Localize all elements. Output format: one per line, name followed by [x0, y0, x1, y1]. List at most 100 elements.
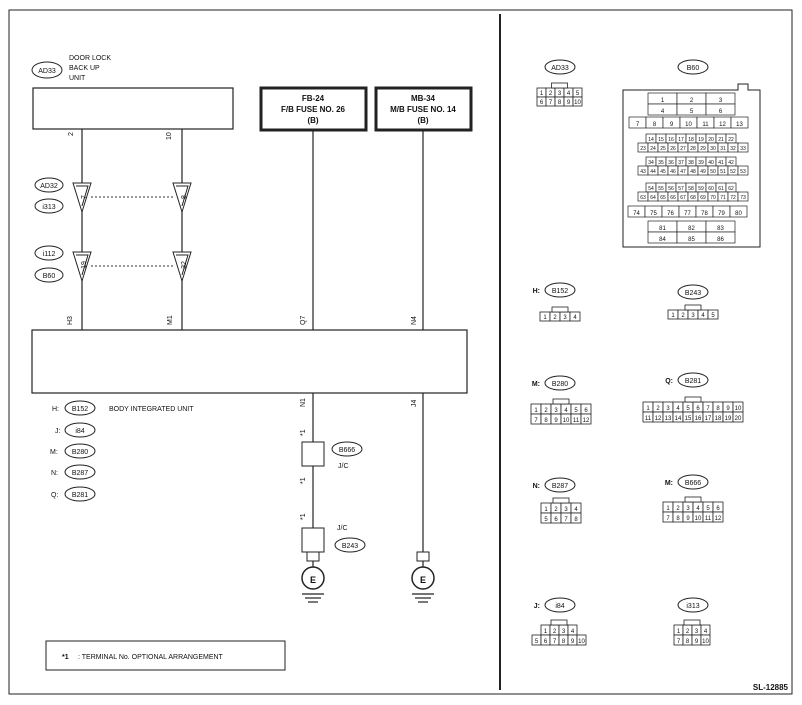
connector-prefix: H:	[533, 288, 540, 295]
pin-number: 71	[720, 195, 726, 201]
pin-number: 10	[695, 516, 702, 522]
pin-number: 4	[564, 408, 568, 414]
pin-number: 75	[650, 211, 657, 217]
pin-number: 5	[544, 517, 548, 523]
pin-label: 10	[166, 132, 173, 140]
pin-number: 3	[666, 406, 670, 412]
pin-number: 51	[720, 169, 726, 175]
pin-label: J4	[411, 400, 418, 408]
pin-cell	[737, 165, 749, 176]
connector-latch	[684, 396, 702, 403]
pin-number: 1	[543, 315, 547, 321]
pin-number: 10	[563, 418, 570, 424]
pin-number: 18	[715, 416, 722, 422]
body-integrated-unit-box	[31, 329, 468, 394]
pin-cell	[707, 309, 719, 320]
fuse-box-fb24	[259, 86, 368, 132]
pin-number: 23	[640, 146, 646, 152]
pin-number: 2	[554, 507, 558, 513]
pin-cell	[737, 191, 749, 202]
connector-badge-b281	[64, 486, 96, 502]
pin-number: 11	[645, 416, 652, 422]
pin-number: 4	[696, 506, 700, 512]
fuse-text: F/B FUSE NO. 26	[281, 105, 346, 114]
pin-number: 6	[540, 100, 544, 106]
pin-number: 38	[688, 160, 694, 166]
pin-number: 66	[670, 195, 676, 201]
ground-label: E	[310, 575, 316, 585]
pin-number: 42	[728, 160, 734, 166]
pin-number: 49	[700, 169, 706, 175]
pin-number: 8	[716, 406, 720, 412]
pin-number: 2	[656, 406, 660, 412]
pin-number: 73	[740, 195, 746, 201]
connector-latch	[684, 304, 702, 311]
connector-badge-b280	[64, 443, 96, 459]
connector-badge-i112	[34, 245, 64, 261]
body-unit-label: BODY INTEGRATED UNIT	[109, 406, 194, 413]
diagram-id: SL-12885	[753, 683, 789, 692]
connector-code: B280	[552, 381, 568, 388]
connector-latch	[552, 398, 570, 405]
pin-number: 8	[562, 639, 566, 645]
pin-label: N1	[300, 398, 307, 407]
pin-number: 39	[698, 160, 704, 166]
pin-number: 33	[740, 146, 746, 152]
pin-cell	[732, 411, 744, 423]
connector-badge	[677, 284, 709, 300]
terminal-arrow	[72, 182, 92, 214]
pin-number: 56	[668, 186, 674, 192]
fuse-text: MB-34	[411, 94, 436, 103]
pin-number: 52	[730, 169, 736, 175]
pin-number: 84	[659, 237, 666, 243]
ground-terminal	[306, 551, 320, 562]
connector-code: i84	[75, 428, 84, 435]
pin-number: 8	[558, 100, 562, 106]
door-lock-title-line: DOOR LOCK	[69, 55, 111, 62]
connector-prefix: M:	[532, 381, 540, 388]
pin-number: 12	[715, 516, 722, 522]
pin-number: 1	[534, 408, 538, 414]
pin-number: 7	[564, 517, 568, 523]
pin-number: 31	[720, 146, 726, 152]
optional-mark: *1	[300, 513, 307, 520]
pin-number: 5	[711, 313, 715, 319]
pin-number: 29	[700, 146, 706, 152]
pin-number: 9	[670, 122, 674, 128]
connector-code: B152	[72, 406, 88, 413]
pin-number: 59	[698, 186, 704, 192]
pin-cell	[570, 512, 582, 524]
pin-number: 45	[660, 169, 666, 175]
connector-prefix: N:	[533, 483, 540, 490]
pin-number: 8	[653, 122, 657, 128]
connector-key: Q:	[51, 492, 58, 499]
pin-number: 4	[567, 91, 571, 97]
pin-number: 79	[718, 211, 725, 217]
connector-latch	[550, 619, 568, 626]
pin-number: 11	[702, 122, 709, 128]
pin-number: 2	[676, 506, 680, 512]
pin-number: 20	[735, 416, 742, 422]
joint-label: J/C	[337, 525, 348, 532]
pin-number: 12	[583, 418, 590, 424]
connector-latch	[683, 619, 701, 626]
pin-number: 41	[718, 160, 724, 166]
pin-number: 19	[725, 416, 732, 422]
connector-latch	[551, 82, 568, 89]
pin-label: Q7	[300, 316, 307, 325]
fuse-text: M/B FUSE NO. 14	[390, 105, 456, 114]
pin-number: 57	[678, 186, 684, 192]
diagram-frame	[8, 9, 793, 695]
pin-number: 77	[684, 211, 691, 217]
pin-number: 3	[563, 315, 567, 321]
pin-number: 4	[571, 629, 575, 635]
connector-badge	[677, 59, 709, 75]
pin-number: 34	[648, 160, 654, 166]
door-lock-title-line: BACK UP	[69, 65, 100, 72]
pin-number: 2	[681, 313, 685, 319]
